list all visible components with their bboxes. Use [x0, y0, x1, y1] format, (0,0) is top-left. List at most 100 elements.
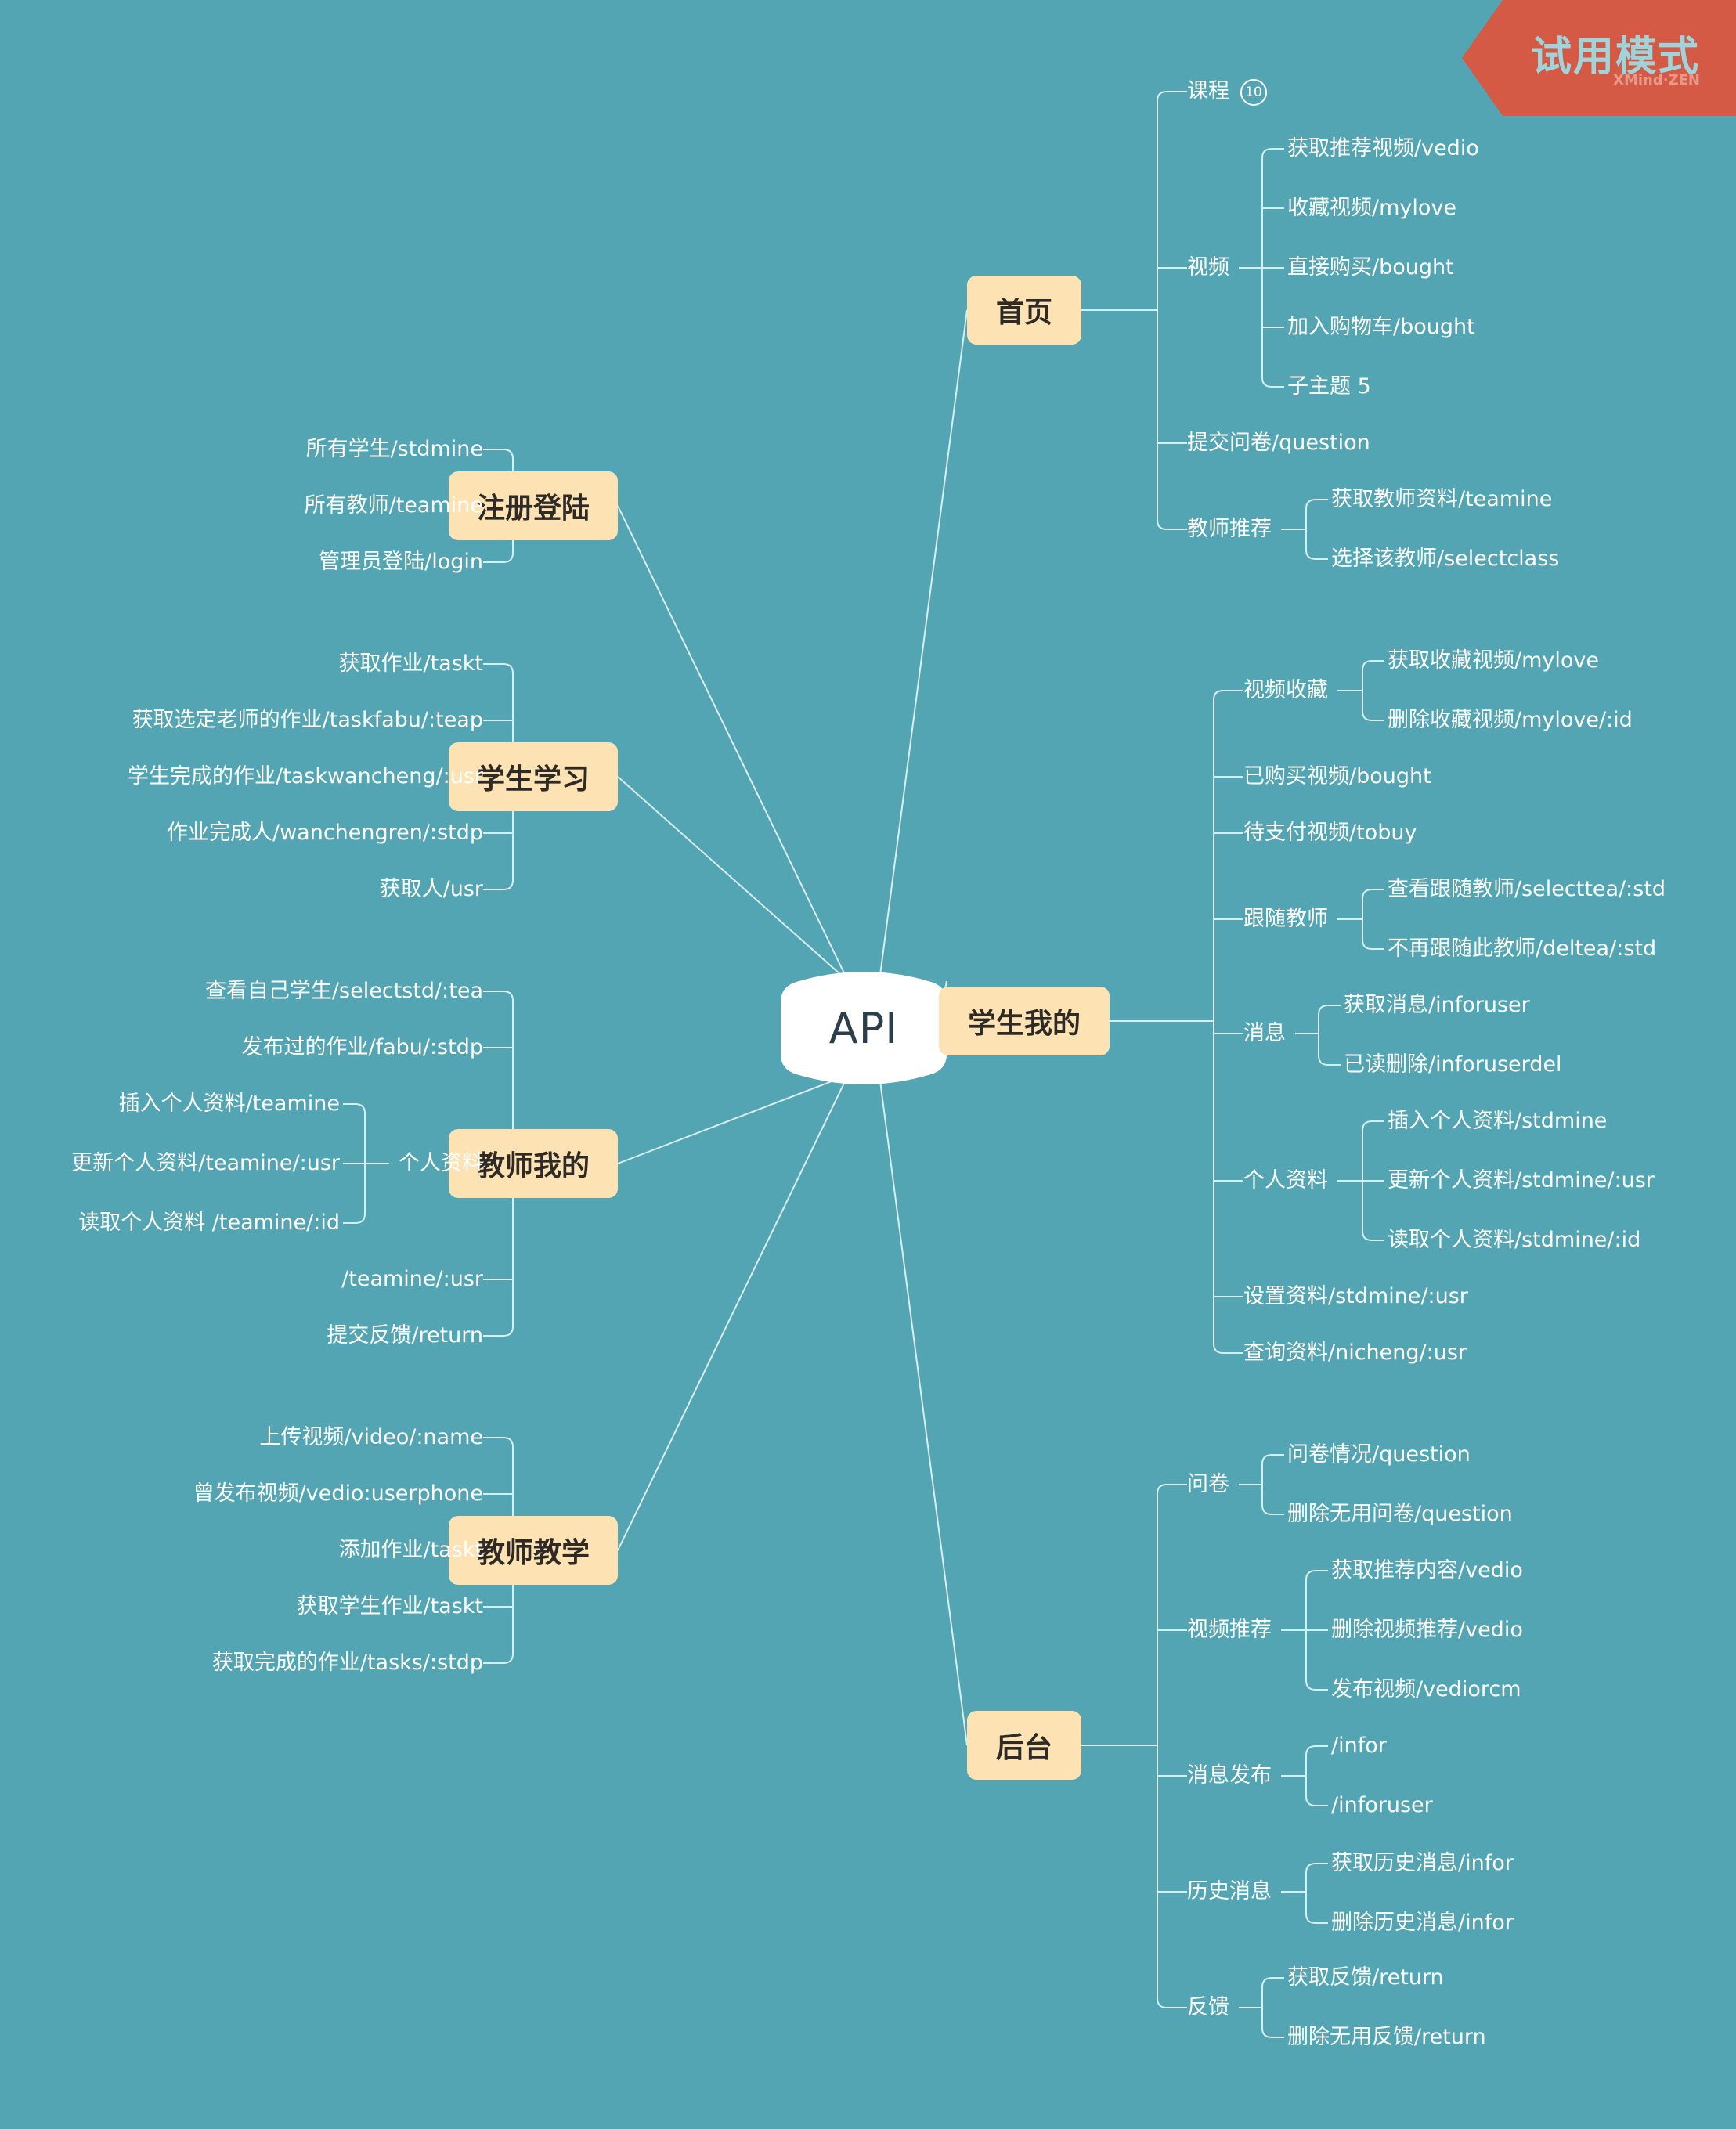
branch-3-child-1[interactable]: 所有教师/teamine: [305, 490, 483, 521]
branch-2-child-4-leaf-1[interactable]: 删除无用反馈/return: [1287, 2022, 1486, 2053]
branch-2-child-0-leaf-0[interactable]: 问卷情况/question: [1287, 1439, 1471, 1470]
branch-2-child-2-leaf-0[interactable]: /infor: [1331, 1730, 1387, 1762]
branch-1-child-0-leaf-0[interactable]: 获取收藏视频/mylove: [1388, 645, 1599, 677]
branch-5-topic[interactable]: 教师我的: [449, 1129, 618, 1198]
branch-1-child-4[interactable]: 消息: [1243, 1018, 1286, 1049]
branch-4-topic[interactable]: 学生学习: [449, 742, 618, 811]
branch-3-child-0[interactable]: 所有学生/stdmine: [306, 434, 483, 465]
branch-6-child-1[interactable]: 曾发布视频/vedio:userphone: [193, 1478, 483, 1510]
branch-1-child-3-leaf-0[interactable]: 查看跟随教师/selecttea/:std: [1388, 874, 1666, 905]
branch-1-child-3-leaf-1[interactable]: 不再跟随此教师/deltea/:std: [1388, 933, 1656, 965]
branch-6-child-1-label: 曾发布视频/vedio:userphone: [193, 1481, 483, 1506]
branch-2-child-3-label: 历史消息: [1187, 1879, 1272, 1903]
branch-0-child-1-leaf-2-label: 直接购买/bought: [1287, 255, 1454, 280]
branch-2-hook-0: [1157, 1484, 1187, 1495]
branch-2-child-1-leaf-0[interactable]: 获取推荐内容/vedio: [1331, 1555, 1523, 1586]
branch-6-child-2[interactable]: 添加作业/taskt: [338, 1535, 483, 1566]
branch-5-child-2-leaf-2[interactable]: 读取个人资料 /teamine/:id: [78, 1207, 340, 1239]
branch-2-child-1-leaf-0-label: 获取推荐内容/vedio: [1331, 1558, 1523, 1582]
branch-2-child-3[interactable]: 历史消息: [1187, 1876, 1272, 1907]
branch-4-child-1[interactable]: 获取选定老师的作业/taskfabu/:teap: [132, 705, 483, 736]
branch-5-child-0[interactable]: 查看自己学生/selectstd/:tea: [205, 976, 483, 1007]
branch-2-child-2[interactable]: 消息发布: [1187, 1760, 1272, 1792]
branch-1-child-6[interactable]: 设置资料/stdmine/:usr: [1243, 1281, 1468, 1312]
branch-5-child-2-leaf-1[interactable]: 更新个人资料/teamine/:usr: [71, 1148, 340, 1179]
branch-1-child-5-hook-0: [1362, 1120, 1384, 1131]
branch-1-child-5-leaf-2[interactable]: 读取个人资料/stdmine/:id: [1388, 1225, 1640, 1256]
branch-4-child-3[interactable]: 作业完成人/wanchengren/:stdp: [167, 817, 483, 849]
branch-5-child-2[interactable]: 个人资料: [399, 1148, 483, 1179]
branch-1-hook-7: [1213, 1343, 1243, 1354]
branch-5-child-2-leaf-0[interactable]: 插入个人资料/teamine: [119, 1088, 340, 1120]
branch-1-child-3-leaf-0-label: 查看跟随教师/selecttea/:std: [1388, 877, 1666, 901]
branch-2-child-3-leaf-1[interactable]: 删除历史消息/infor: [1331, 1907, 1514, 1939]
branch-1-child-2-label: 待支付视频/tobuy: [1243, 821, 1417, 845]
branch-0-child-1-leaf-0[interactable]: 获取推荐视频/vedio: [1287, 133, 1479, 164]
branch-6-topic[interactable]: 教师教学: [449, 1516, 618, 1585]
branch-4-child-0[interactable]: 获取作业/taskt: [338, 648, 483, 680]
branch-2-child-4-leaf-0[interactable]: 获取反馈/return: [1287, 1962, 1444, 1994]
branch-5-child-2-leaf-1-label: 更新个人资料/teamine/:usr: [71, 1151, 340, 1175]
branch-1-topic[interactable]: 学生我的: [939, 987, 1110, 1055]
branch-5-child-4-label: 提交反馈/return: [327, 1323, 483, 1348]
branch-1-child-7[interactable]: 查询资料/nicheng/:usr: [1243, 1337, 1467, 1369]
branch-0-child-3[interactable]: 教师推荐: [1187, 514, 1272, 545]
branch-5-child-1[interactable]: 发布过的作业/fabu/:stdp: [241, 1032, 483, 1063]
branch-0-child-3-leaf-1[interactable]: 选择该教师/selectclass: [1331, 543, 1559, 575]
branch-4-child-4-label: 获取人/usr: [379, 877, 483, 901]
branch-2-child-3-leaf-0[interactable]: 获取历史消息/infor: [1331, 1848, 1514, 1879]
branch-5-child-4[interactable]: 提交反馈/return: [327, 1320, 483, 1351]
branch-2-child-2-leaf-0-label: /infor: [1331, 1734, 1387, 1758]
branch-2-child-4[interactable]: 反馈: [1187, 1992, 1229, 2023]
branch-4-child-2-label: 学生完成的作业/taskwancheng/:usr: [128, 764, 483, 788]
branch-5-child-3-label: /teamine/:usr: [341, 1267, 483, 1291]
branch-3-child-2[interactable]: 管理员登陆/login: [319, 547, 483, 578]
branch-0-child-2[interactable]: 提交问卷/question: [1187, 428, 1370, 459]
branch-6-child-0[interactable]: 上传视频/video/:name: [259, 1422, 483, 1453]
branch-0-child-3-leaf-0[interactable]: 获取教师资料/teamine: [1331, 484, 1552, 515]
branch-2-child-0-label: 问卷: [1187, 1472, 1229, 1496]
branch-1-child-3[interactable]: 跟随教师: [1243, 904, 1328, 935]
branch-6-child-2-label: 添加作业/taskt: [338, 1538, 483, 1562]
branch-0-child-1[interactable]: 视频: [1187, 252, 1229, 283]
branch-0-child-1-leaf-3[interactable]: 加入购物车/bought: [1287, 312, 1475, 343]
branch-2-child-1[interactable]: 视频推荐: [1187, 1615, 1272, 1646]
branch-0-child-1-leaf-1[interactable]: 收藏视频/mylove: [1287, 193, 1456, 224]
branch-6-child-3[interactable]: 获取学生作业/taskt: [296, 1591, 483, 1622]
branch-0-topic[interactable]: 首页: [967, 276, 1081, 345]
branch-2-topic[interactable]: 后台: [967, 1711, 1081, 1780]
branch-0-link: [879, 309, 968, 982]
branch-1-child-0[interactable]: 视频收藏: [1243, 675, 1328, 706]
branch-3-link: [617, 505, 849, 982]
branch-1-child-5-leaf-0-label: 插入个人资料/stdmine: [1388, 1109, 1608, 1133]
branch-2-child-1-label: 视频推荐: [1187, 1618, 1272, 1642]
branch-0-child-1-leaf-4[interactable]: 子主题 5: [1287, 371, 1371, 402]
branch-2-child-1-leaf-1[interactable]: 删除视频推荐/vedio: [1331, 1615, 1523, 1646]
subtopic-count-badge: 10: [1240, 78, 1267, 106]
branch-4-child-2[interactable]: 学生完成的作业/taskwancheng/:usr: [128, 761, 483, 792]
branch-3-topic[interactable]: 注册登陆: [449, 471, 618, 540]
branch-4-child-1-label: 获取选定老师的作业/taskfabu/:teap: [132, 708, 483, 732]
branch-2-child-1-leaf-2[interactable]: 发布视频/vediorcm: [1331, 1674, 1521, 1705]
branch-1-child-5-leaf-0[interactable]: 插入个人资料/stdmine: [1388, 1106, 1607, 1137]
branch-2-child-2-leaf-1[interactable]: /inforuser: [1331, 1790, 1433, 1821]
branch-1-child-5-leaf-1[interactable]: 更新个人资料/stdmine/:usr: [1388, 1165, 1655, 1196]
root-topic[interactable]: API: [781, 969, 947, 1087]
branch-0-child-1-leaf-2[interactable]: 直接购买/bought: [1287, 252, 1454, 283]
branch-6-child-4[interactable]: 获取完成的作业/tasks/:stdp: [212, 1647, 483, 1679]
branch-1-child-4-leaf-0[interactable]: 获取消息/inforuser: [1344, 990, 1530, 1021]
branch-2-child-0-leaf-1[interactable]: 删除无用问卷/question: [1287, 1499, 1513, 1530]
branch-5-child-3[interactable]: /teamine/:usr: [341, 1264, 483, 1295]
branch-1-child-4-leaf-0-label: 获取消息/inforuser: [1344, 993, 1530, 1017]
branch-5-hook-4: [483, 1326, 514, 1337]
branch-1-child-5[interactable]: 个人资料: [1243, 1165, 1328, 1196]
branch-0-child-2-label: 提交问卷/question: [1187, 431, 1370, 455]
branch-1-child-1[interactable]: 已购买视频/bought: [1243, 761, 1431, 792]
branch-4-child-4[interactable]: 获取人/usr: [380, 874, 483, 905]
branch-2-child-0[interactable]: 问卷: [1187, 1469, 1229, 1500]
branch-1-child-4-leaf-1[interactable]: 已读删除/inforuserdel: [1344, 1049, 1562, 1081]
branch-1-child-0-leaf-1[interactable]: 删除收藏视频/mylove/:id: [1388, 705, 1633, 736]
branch-1-child-2[interactable]: 待支付视频/tobuy: [1243, 817, 1417, 849]
